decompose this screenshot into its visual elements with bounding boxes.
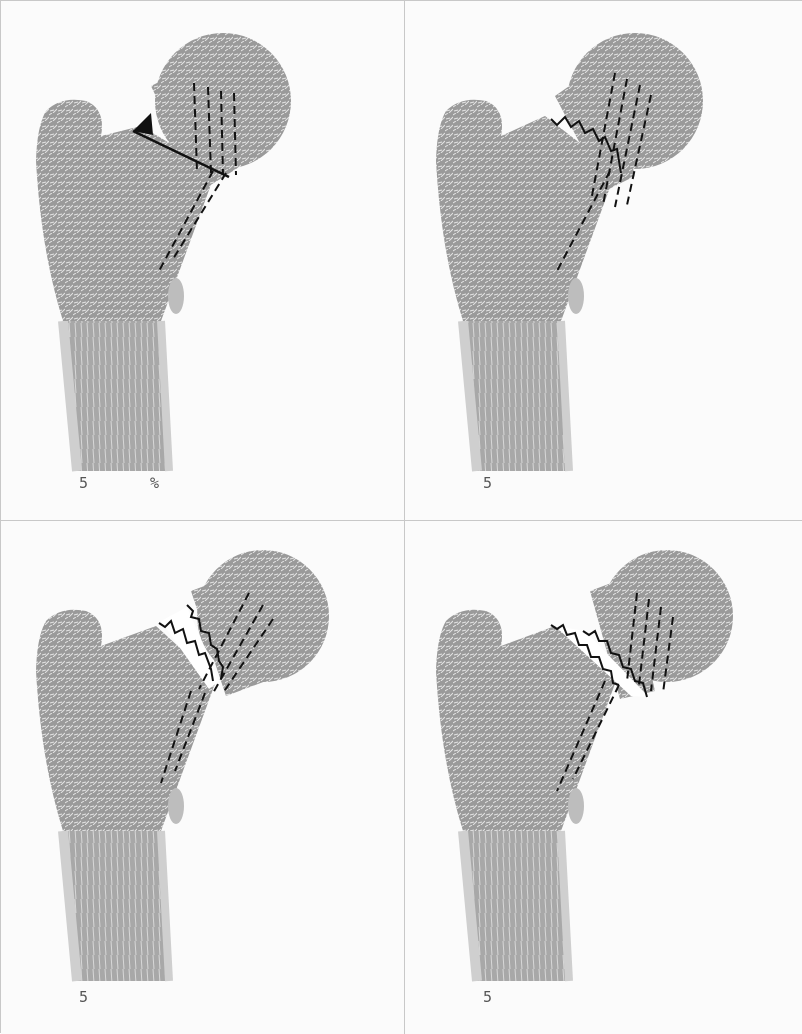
panel-2: 5 [405, 1, 802, 521]
grade-label: 5 [483, 988, 492, 1006]
panel-1: 5% [1, 1, 405, 521]
grade-label: 5 [79, 474, 88, 492]
femur-drawing-3 [1, 521, 405, 1034]
panel-label-3: 5 [79, 988, 88, 1006]
panel-label-2: 5 [483, 474, 492, 492]
femur-drawing-1 [1, 1, 405, 521]
lesser-trochanter [168, 278, 184, 314]
panel-4: 5 [405, 521, 802, 1034]
femur-drawing-2 [405, 1, 802, 521]
panel-label-1: 5% [79, 474, 159, 492]
panel-label-4: 5 [483, 988, 492, 1006]
grade-label: 5 [483, 474, 492, 492]
panel-3: 5 [1, 521, 405, 1034]
marker-label: % [150, 474, 159, 492]
grade-label: 5 [79, 988, 88, 1006]
femur-drawing-4 [405, 521, 802, 1034]
